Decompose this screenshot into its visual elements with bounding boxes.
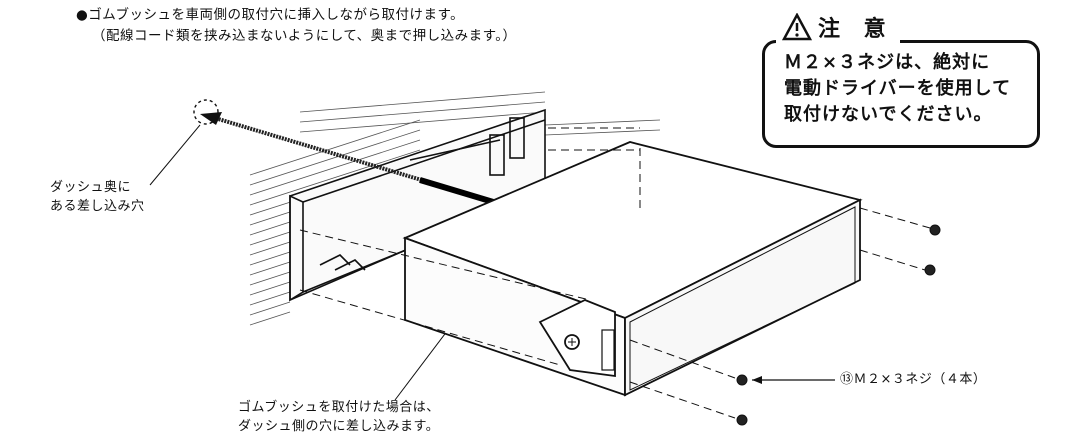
- dashboard-hatching: [249, 91, 661, 326]
- rubber-bush-callout-line-2: ダッシュ側の穴に差し込みます。: [238, 419, 440, 434]
- caution-line-3: 取付けないでください。: [784, 104, 993, 125]
- caution-line-2: 電動ドライバーを使用して: [784, 78, 1012, 99]
- caution-line-1: Ｍ２×３ネジは、絶対に: [784, 52, 991, 73]
- mounting-sleeve: [289, 108, 546, 302]
- caution-box: [762, 40, 1040, 148]
- instruction-line-2: （配線コード類を挟み込まないようにして、奥まで押し込みます。）: [92, 28, 517, 44]
- caution-body: Ｍ２×３ネジは、絶対に 電動ドライバーを使用して 取付けないでください。: [784, 50, 1034, 128]
- dash-hole-callout-line-2: ある差し込み穴: [50, 199, 145, 214]
- alignment-lines: [299, 127, 931, 419]
- caution-title-text: 注 意: [818, 17, 894, 42]
- caution-title: 注 意: [776, 10, 900, 44]
- dash-hole-callout-line-1: ダッシュ奥に: [50, 180, 132, 195]
- dash-hole-callout: ダッシュ奥に ある差し込み穴: [50, 178, 145, 216]
- screw-part-label: ⑬Ｍ２×３ネジ（４本）: [840, 372, 987, 387]
- warning-triangle-icon: [782, 13, 812, 41]
- screw-icon: [736, 224, 941, 426]
- rubber-bush-callout: ゴムブッシュを取付けた場合は、 ダッシュ側の穴に差し込みます。: [238, 398, 440, 436]
- leader-dash-hole: [149, 124, 201, 186]
- insertion-arrow: [200, 112, 529, 214]
- rubber-bush-callout-line-1: ゴムブッシュを取付けた場合は、: [238, 400, 440, 415]
- dash-hole-marker: [193, 99, 219, 125]
- car-audio-unit: [402, 141, 863, 397]
- instruction-line-1: ●ゴムブッシュを車両側の取付穴に挿入しながら取付けます。: [76, 7, 465, 23]
